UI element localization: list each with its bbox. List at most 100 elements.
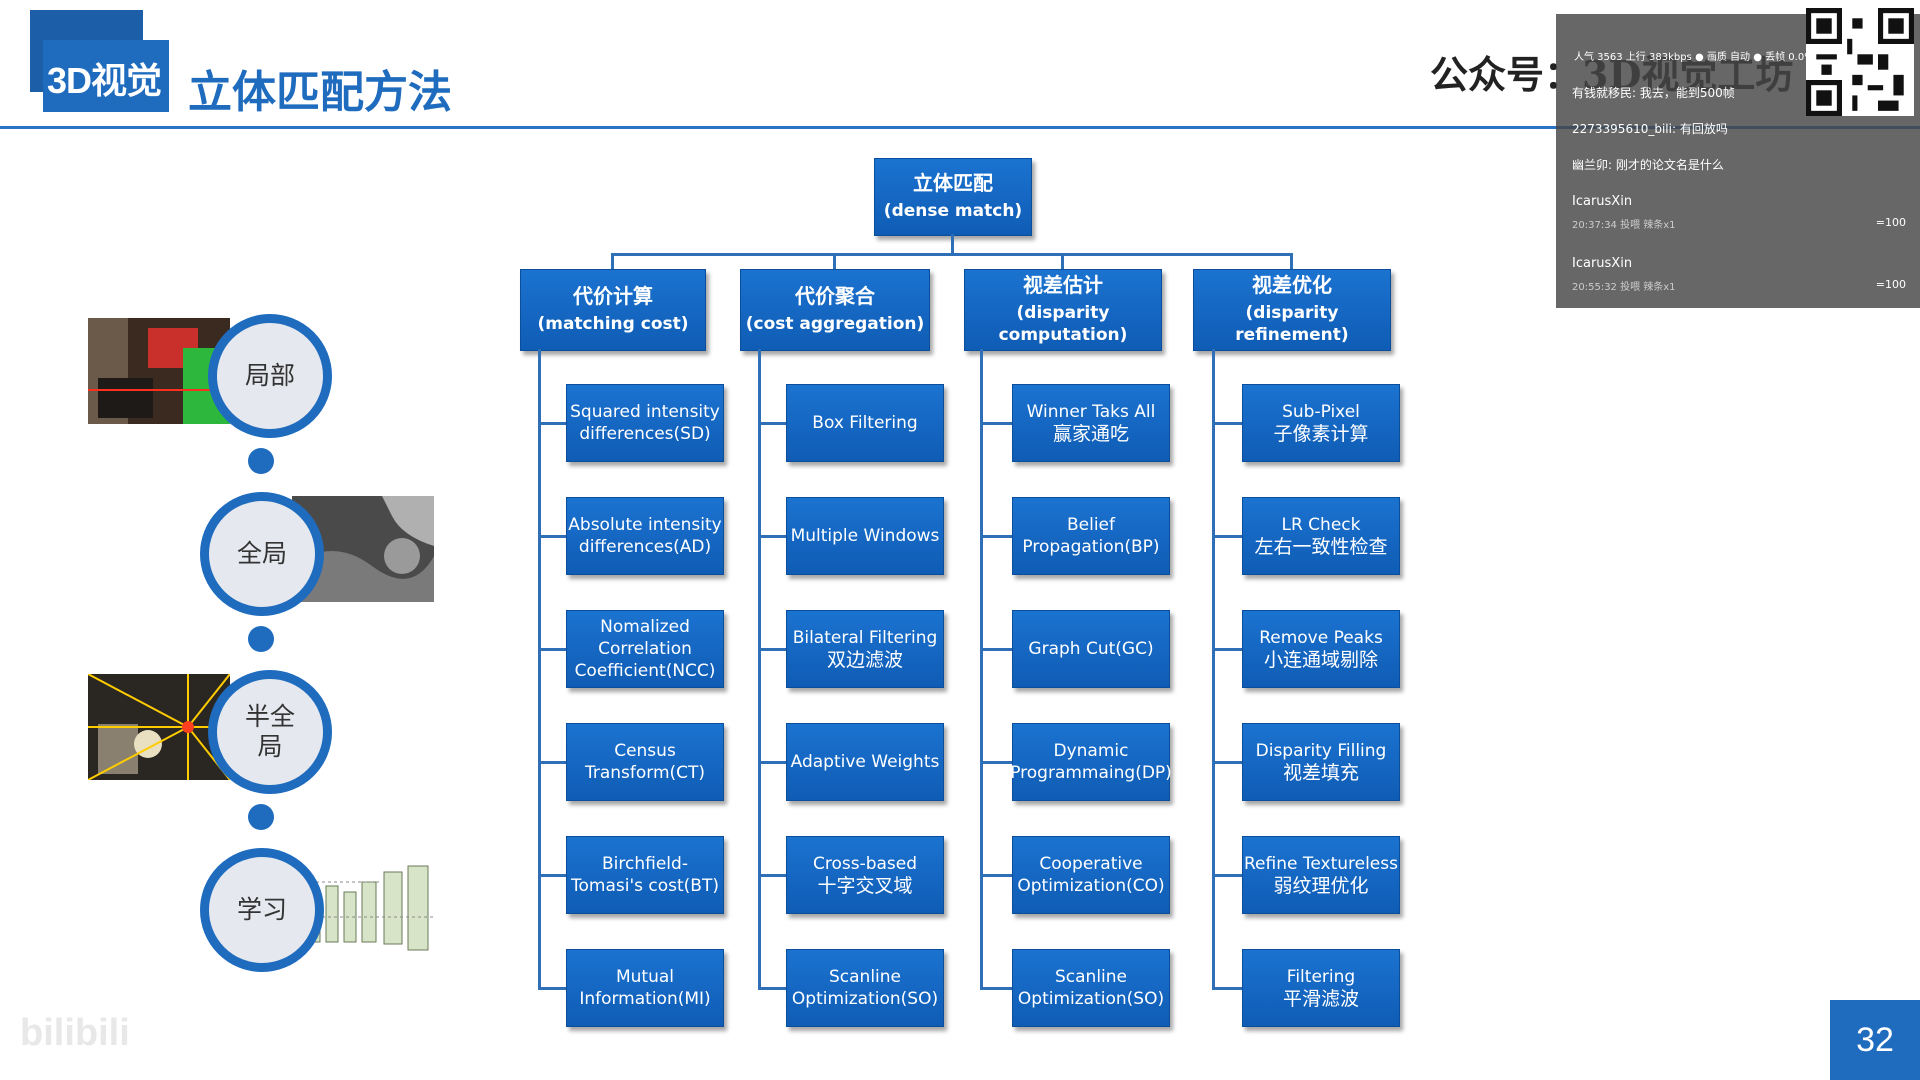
connector-line — [758, 874, 786, 877]
connector-line — [951, 234, 954, 254]
connector-line — [758, 987, 786, 990]
category-en: (cost aggregation) — [745, 314, 925, 334]
category-node: 视差优化 (disparity refinement) — [1193, 269, 1391, 351]
gift-score: =100 — [1875, 216, 1906, 229]
method-local: 局部 — [208, 314, 332, 438]
category-en: (disparity refinement) — [1235, 303, 1349, 345]
category-en: (disparity computation) — [998, 303, 1128, 345]
method-en: Belief Propagation(BP) — [1022, 515, 1160, 557]
connector-line — [538, 761, 566, 764]
method-en: Scanline Optimization(SO) — [791, 967, 939, 1009]
connector-line — [980, 349, 983, 987]
connector-line — [758, 648, 786, 651]
connector-line — [538, 648, 566, 651]
method-en: Bilateral Filtering — [792, 628, 938, 648]
connector-dot — [248, 626, 274, 652]
connector-line — [538, 422, 566, 425]
connector-line — [758, 349, 761, 987]
method-en: Birchfield-Tomasi's cost(BT) — [571, 854, 719, 896]
method-en: Dynamic Programmaing(DP) — [1010, 741, 1172, 783]
connector-line — [1290, 253, 1293, 269]
header-tab — [43, 40, 169, 112]
connector-line — [1061, 253, 1064, 269]
connector-line — [758, 761, 786, 764]
gift-detail: 20:55:32 投喂 辣条x1 — [1572, 282, 1676, 293]
connector-line — [980, 648, 1012, 651]
brand-label: 3D视觉 — [47, 60, 162, 101]
method-en: Remove Peaks — [1259, 628, 1383, 648]
connector-line — [1212, 874, 1242, 877]
gift-user: IcarusXin — [1572, 194, 1633, 209]
method-node: Dynamic Programmaing(DP) — [1010, 723, 1172, 801]
method-local-label: 局部 — [244, 361, 295, 390]
method-node: Scanline Optimization(SO) — [786, 949, 944, 1027]
slide-title: 立体匹配方法 — [188, 67, 452, 118]
method-en: Winner Taks All — [1026, 402, 1156, 422]
connector-line — [833, 253, 836, 269]
method-en: Box Filtering — [812, 413, 918, 433]
method-en: Disparity Filling — [1255, 741, 1387, 761]
category-zh: 代价聚合 — [795, 284, 875, 308]
method-en: Multiple Windows — [790, 526, 940, 546]
page-number: 32 — [1830, 1000, 1920, 1080]
category-node: 代价计算(matching cost) — [520, 269, 706, 351]
connector-line — [980, 761, 1012, 764]
connector-line — [1212, 349, 1215, 987]
method-zh: 十字交叉域 — [817, 875, 913, 897]
method-node: Box Filtering — [786, 384, 944, 462]
connector-line — [758, 422, 786, 425]
connector-line — [538, 987, 566, 990]
method-node: Adaptive Weights — [786, 723, 944, 801]
method-node: Multiple Windows — [786, 497, 944, 575]
method-learning-label: 学习 — [236, 895, 287, 924]
connector-line — [980, 535, 1012, 538]
method-node: Squared intensity differences(SD) — [566, 384, 724, 462]
connector-line — [758, 535, 786, 538]
connector-line — [1212, 987, 1242, 990]
method-node: Cooperative Optimization(CO) — [1012, 836, 1170, 914]
chat-message: 幽兰卯: 刚才的论文名是什么 — [1572, 158, 1724, 172]
method-global: 全局 — [200, 492, 324, 616]
method-node: Mutual Information(MI) — [566, 949, 724, 1027]
method-en: Graph Cut(GC) — [1028, 639, 1154, 659]
category-zh: 代价计算 — [573, 284, 653, 308]
connector-line — [612, 253, 1291, 256]
method-en: Refine Textureless — [1244, 854, 1398, 874]
category-node: 视差估计 (disparity computation) — [964, 269, 1162, 351]
header-rule — [0, 126, 1920, 129]
method-en: Nomalized Correlation Coefficient(NCC) — [574, 617, 716, 681]
method-en: Filtering — [1286, 967, 1356, 987]
gift-detail: 20:37:34 投喂 辣条x1 — [1572, 220, 1676, 231]
category-zh: 视差估计 — [1023, 273, 1103, 297]
method-en: Absolute intensity differences(AD) — [568, 515, 722, 557]
method-node: Nomalized Correlation Coefficient(NCC) — [566, 610, 724, 688]
method-node: Belief Propagation(BP) — [1012, 497, 1170, 575]
connector-dot — [248, 804, 274, 830]
method-en: Census Transform(CT) — [584, 741, 706, 783]
connector-line — [980, 422, 1012, 425]
stream-stats: 人气 3563 上行 383kbps ● 画质 自动 ● 丢帧 0.0% — [1574, 52, 1814, 63]
method-zh: 左右一致性检查 — [1254, 536, 1388, 558]
connector-line — [980, 987, 1012, 990]
connector-line — [1212, 535, 1242, 538]
method-zh: 弱纹理优化 — [1273, 875, 1369, 897]
category-zh: 视差优化 — [1252, 273, 1332, 297]
root-node: 立体匹配 (dense match) — [874, 158, 1032, 236]
method-node: Census Transform(CT) — [566, 723, 724, 801]
method-node: Absolute intensity differences(AD) — [566, 497, 724, 575]
method-en: Squared intensity differences(SD) — [570, 402, 720, 444]
root-node-zh: 立体匹配 — [913, 171, 993, 195]
qr-code-icon — [1806, 8, 1914, 116]
root-node-en: (dense match) — [883, 201, 1023, 221]
method-zh: 平滑滤波 — [1282, 988, 1359, 1010]
connector-line — [538, 535, 566, 538]
chat-message: 2273395610_bili: 有回放吗 — [1572, 122, 1728, 136]
connector-line — [980, 874, 1012, 877]
method-en: LR Check — [1281, 515, 1361, 535]
connector-line — [538, 874, 566, 877]
